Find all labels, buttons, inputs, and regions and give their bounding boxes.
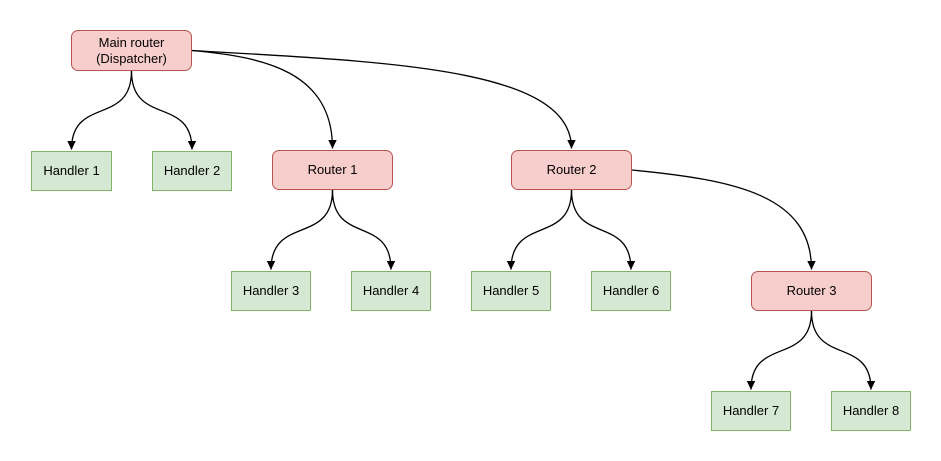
edge-router-2-to-handler-6	[570, 189, 636, 270]
node-router-3: Router 3	[751, 271, 872, 311]
node-handler-8: Handler 8	[831, 391, 911, 431]
node-handler-4: Handler 4	[351, 271, 431, 311]
node-handler-6: Handler 6	[591, 271, 671, 311]
node-label: Main router	[98, 34, 165, 50]
node-label: Handler 6	[602, 283, 660, 298]
node-label: Handler 2	[163, 163, 221, 178]
edge-main-to-handler-2	[130, 70, 197, 150]
edge-main-to-handler-1	[67, 70, 133, 150]
node-label: Router 3	[786, 283, 837, 298]
node-label: Handler 7	[722, 403, 780, 418]
edge-router-2-to-router-3	[631, 169, 816, 270]
node-router-2: Router 2	[511, 150, 632, 190]
node-handler-1: Handler 1	[31, 151, 112, 191]
node-label: Handler 1	[43, 163, 100, 178]
edge-router-3-to-handler-8	[810, 310, 876, 390]
node-main-router: Main router (Dispatcher)	[71, 30, 192, 71]
node-label: Handler 4	[362, 283, 420, 298]
node-handler-5: Handler 5	[471, 271, 551, 311]
node-label: Router 2	[546, 162, 597, 177]
edge-router-3-to-handler-7	[746, 310, 813, 390]
node-label: Handler 3	[242, 283, 300, 298]
edge-router-1-to-handler-3	[266, 189, 334, 270]
node-handler-3: Handler 3	[231, 271, 311, 311]
node-label: Handler 8	[842, 403, 900, 418]
node-handler-2: Handler 2	[152, 151, 232, 191]
node-handler-7: Handler 7	[711, 391, 791, 431]
edge-router-2-to-handler-5	[506, 189, 573, 270]
edge-router-1-to-handler-4	[331, 189, 396, 270]
edge-main-to-router-2	[191, 49, 576, 149]
node-router-1: Router 1	[272, 150, 393, 190]
node-label: (Dispatcher)	[96, 50, 167, 66]
edge-main-to-router-1	[191, 49, 337, 149]
node-label: Handler 5	[482, 283, 540, 298]
node-label: Router 1	[307, 162, 358, 177]
